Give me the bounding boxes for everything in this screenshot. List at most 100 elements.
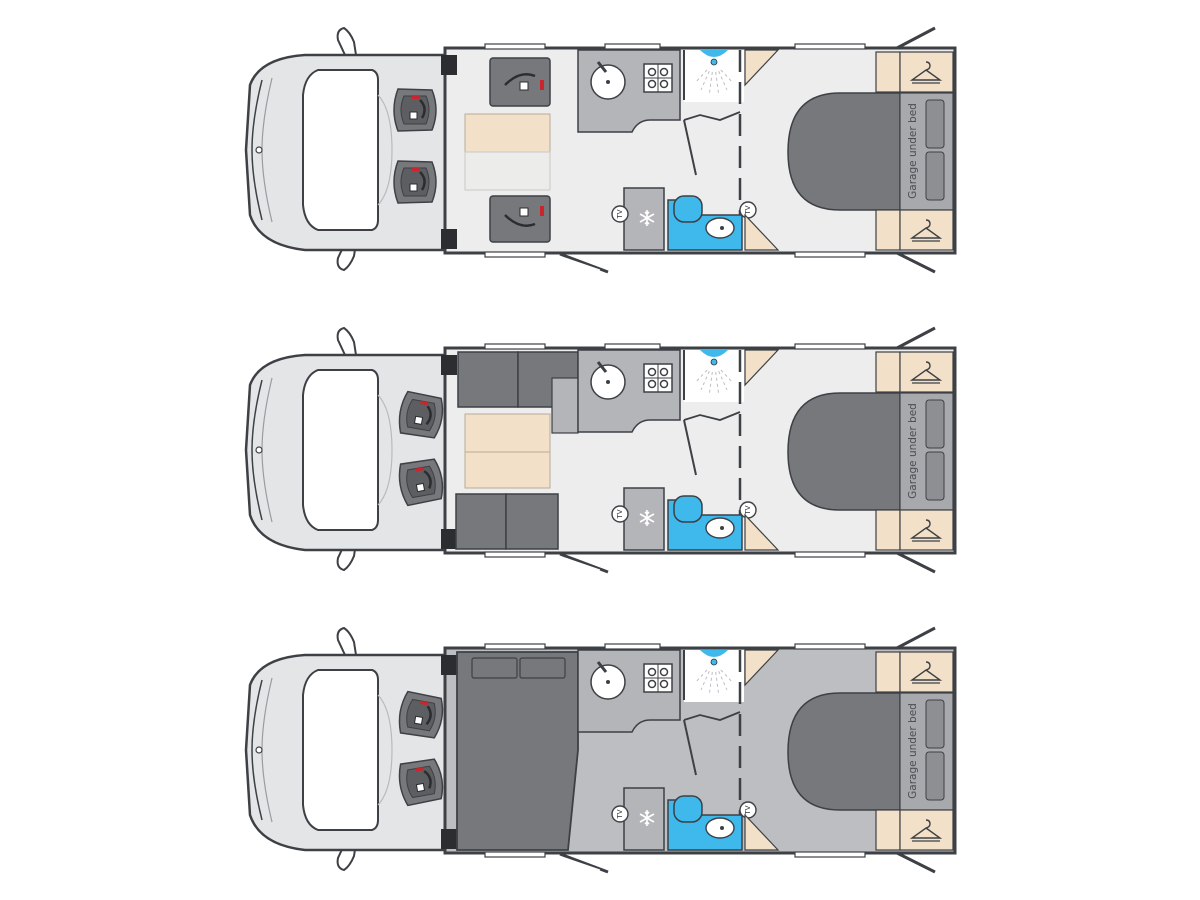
- table-bottom: [464, 451, 551, 489]
- shower-head: [700, 350, 728, 357]
- shower-icon: [710, 358, 718, 366]
- garage-bin-b: [925, 751, 945, 801]
- dashboard-arc: [377, 694, 393, 806]
- wardrobe-top-small: [875, 51, 901, 93]
- table-top: [464, 413, 551, 453]
- mirror-top: [336, 26, 357, 56]
- toilet-icon: [673, 195, 703, 223]
- corner-shelf-top: [744, 49, 780, 87]
- tv-label: TV: [744, 805, 752, 815]
- toilet-icon: [673, 795, 703, 823]
- corner-shelf-top: [744, 649, 780, 687]
- wardrobe-top: [899, 51, 954, 93]
- wardrobe-top: [899, 651, 954, 693]
- wardrobe-bottom: [899, 209, 954, 251]
- shower-icon: [710, 58, 718, 66]
- shower-spray: [708, 371, 713, 394]
- tv-label: TV: [616, 809, 624, 819]
- garage-bin-a: [925, 699, 945, 749]
- washroom-door: [683, 719, 697, 776]
- drop-down-bed: [456, 651, 579, 851]
- rear-door-bottom: [896, 251, 936, 274]
- seat-icon: [395, 756, 447, 808]
- rear-bed: [787, 92, 901, 211]
- window-top-0: [484, 643, 546, 650]
- wardrobe-bottom: [899, 809, 954, 851]
- toilet-icon: [673, 495, 703, 523]
- seat-red-top: [540, 80, 544, 90]
- b-pillar-top: [441, 55, 457, 75]
- window-bottom-1: [794, 851, 866, 858]
- window-bottom-1: [794, 251, 866, 258]
- window-bottom-0: [484, 551, 546, 558]
- rear-door-top: [896, 326, 936, 350]
- seat-icon: [392, 87, 438, 133]
- rear-door-top: [896, 626, 936, 650]
- garage-label: Garage under bed: [907, 403, 919, 499]
- cab-badge: [255, 446, 263, 454]
- hob-icon: [643, 663, 673, 693]
- seat-red-bottom: [540, 206, 544, 216]
- cab-bumper-line: [251, 379, 263, 521]
- tv-label: TV: [616, 209, 624, 219]
- seatbelt-buckle-top: [519, 81, 529, 91]
- shower-head: [700, 50, 728, 57]
- wardrobe-top-small: [875, 351, 901, 393]
- rear-door-bottom: [896, 551, 936, 574]
- mirror-top: [336, 326, 357, 356]
- table-top: [464, 113, 551, 153]
- corner-shelf-bottom: [744, 813, 780, 851]
- window-top-2: [794, 43, 866, 50]
- window-top-0: [484, 343, 546, 350]
- rear-door-top: [896, 26, 936, 50]
- wardrobe-bottom-small: [875, 809, 901, 851]
- washbasin-drain: [720, 526, 724, 530]
- side-cabinet: [551, 377, 579, 434]
- window-top-1: [604, 43, 661, 50]
- windscreen: [302, 369, 379, 531]
- garage-bin-b: [925, 451, 945, 501]
- windscreen: [302, 669, 379, 831]
- corner-shelf-top: [744, 349, 780, 387]
- shower-spray: [694, 69, 708, 84]
- mirror-top: [336, 626, 357, 656]
- entry-door-inner: [564, 857, 601, 871]
- corner-shelf-bottom: [744, 513, 780, 551]
- garage-label: Garage under bed: [907, 703, 919, 799]
- seat-icon: [395, 456, 447, 508]
- hob-icon: [643, 63, 673, 93]
- floorplan-layout-c: TV TV Garage under bed: [244, 626, 957, 874]
- b-pillar-top: [441, 355, 457, 375]
- windscreen: [302, 69, 379, 231]
- shower-head: [700, 650, 728, 657]
- wardrobe-bottom-small: [875, 209, 901, 251]
- pillow-a: [471, 657, 518, 679]
- lounge-seat-bottom: [489, 195, 551, 243]
- wardrobe-bottom-small: [875, 509, 901, 551]
- shower-spray: [708, 71, 713, 94]
- b-pillar-bottom: [441, 529, 457, 549]
- b-pillar-top: [441, 655, 457, 675]
- washbasin-drain: [720, 826, 724, 830]
- sofa-bottom-a: [455, 493, 507, 550]
- shower-spray: [694, 669, 708, 684]
- shower-spray: [694, 369, 708, 384]
- garage-bin-b: [925, 151, 945, 201]
- window-top-1: [604, 343, 661, 350]
- sofa-top-a: [457, 351, 519, 408]
- washroom-door: [683, 119, 697, 176]
- entry-door: [559, 552, 609, 574]
- dashboard-arc: [377, 94, 393, 206]
- seat-icon: [395, 389, 447, 441]
- garage-bin-a: [925, 99, 945, 149]
- seatbelt-bottom: [504, 214, 536, 227]
- tv-label: TV: [744, 505, 752, 515]
- shower-spray: [708, 671, 713, 694]
- seat-icon: [392, 159, 438, 205]
- shower-tray: [684, 650, 744, 702]
- rear-bed: [787, 392, 901, 511]
- shower-screen: [683, 111, 741, 121]
- window-top-2: [794, 643, 866, 650]
